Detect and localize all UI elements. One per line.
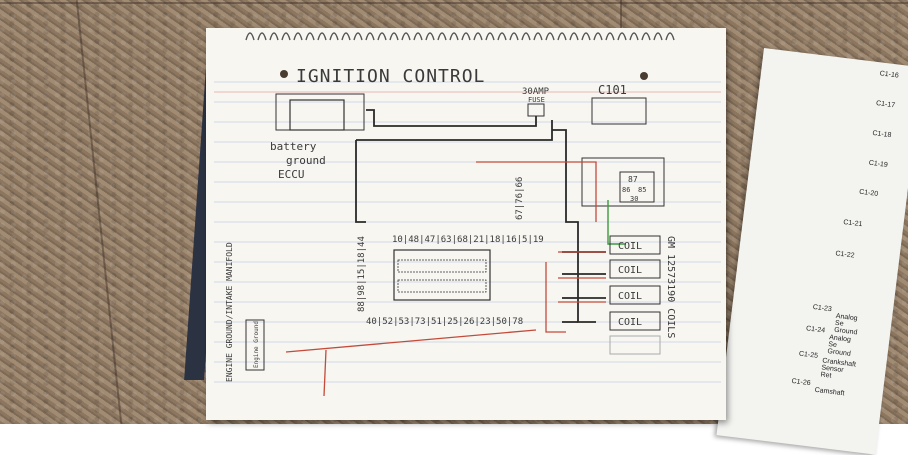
battery-label: ECCU bbox=[278, 168, 305, 181]
notebook-page bbox=[206, 28, 726, 420]
relay-pin-label: 30 bbox=[630, 195, 638, 203]
sheet-text: Camshaft bbox=[814, 386, 845, 398]
left-pin-column: 88|98|15|18|44 bbox=[357, 236, 367, 312]
ecu-connector bbox=[393, 249, 491, 301]
fuse-drawing bbox=[527, 103, 545, 117]
relay-pin-label: 87 bbox=[628, 175, 638, 184]
binder-hole bbox=[280, 70, 288, 78]
connector-drawing bbox=[591, 97, 647, 125]
pin-label: C1-24 bbox=[805, 325, 826, 335]
sheet-text: Crankshaft Sensor Ret bbox=[820, 357, 857, 380]
coil-drawing bbox=[609, 259, 661, 279]
pin-label: C1-21 bbox=[842, 218, 863, 229]
battery-drawing bbox=[289, 99, 345, 131]
coil-label: COIL bbox=[618, 291, 642, 302]
coil-drawing bbox=[609, 235, 661, 255]
green-wire bbox=[607, 200, 626, 245]
fuse-label: 30AMP bbox=[522, 87, 550, 97]
pin-label: C1-17 bbox=[875, 100, 896, 110]
right-pin-column: 67|76|66 bbox=[515, 177, 525, 220]
ground-box bbox=[245, 319, 265, 371]
pin-label: C1-25 bbox=[798, 350, 819, 360]
coils-side-label: GM 12573190 COILS bbox=[665, 236, 676, 338]
fuse-sublabel: FUSE bbox=[528, 96, 545, 104]
floor-seam bbox=[620, 0, 622, 50]
ground-box-label: Engine Ground bbox=[253, 321, 260, 368]
red-wires bbox=[285, 161, 606, 397]
relay-pin-label: 86 bbox=[622, 186, 630, 194]
relay-drawing bbox=[581, 157, 665, 207]
top-pin-row: 10|48|47|63|68|21|18|16|5|19 bbox=[392, 235, 544, 245]
sheet-text: Analog Se Ground bbox=[833, 312, 858, 337]
pin-label: C1-26 bbox=[791, 377, 811, 388]
pin-label: C1-19 bbox=[868, 159, 889, 169]
coil-drawing bbox=[609, 285, 661, 305]
black-wires bbox=[355, 109, 606, 323]
coil-label: COIL bbox=[618, 241, 642, 252]
ruled-lines bbox=[214, 81, 721, 383]
pin-label: C1-23 bbox=[812, 303, 833, 314]
spiral-binding bbox=[245, 32, 675, 41]
sheet-text: Analog Se Ground bbox=[827, 334, 852, 358]
engine-ground-label: ENGINE GROUND/INTAKE MANIFOLD bbox=[225, 242, 234, 382]
bottom-pin-row: 40|52|53|73|51|25|26|23|50|78 bbox=[366, 317, 523, 327]
battery-drawing bbox=[275, 93, 365, 131]
coil-label: COIL bbox=[618, 317, 642, 328]
pin-label: C1-18 bbox=[871, 129, 892, 140]
relay-pin-label: 85 bbox=[638, 186, 646, 194]
pin-label: C1-20 bbox=[858, 188, 879, 198]
coil-label: COIL bbox=[618, 265, 642, 276]
pin-label: C1-16 bbox=[879, 70, 900, 80]
floor-seam bbox=[0, 2, 908, 4]
binder-hole bbox=[640, 72, 648, 80]
coil-drawing bbox=[609, 335, 661, 355]
battery-label: ground bbox=[286, 154, 326, 167]
ecu-connector-grid bbox=[397, 279, 487, 293]
ecu-connector-grid bbox=[397, 259, 487, 273]
coil-drawing bbox=[609, 311, 661, 331]
wiring-sketch: IGNITION CONTROL battery ground ECCU 30A… bbox=[214, 32, 721, 397]
connector-label: C101 bbox=[598, 83, 627, 97]
battery-label: battery bbox=[270, 140, 317, 153]
relay-drawing bbox=[619, 171, 655, 203]
sketch-title: IGNITION CONTROL bbox=[296, 66, 485, 87]
pin-label: C1-22 bbox=[835, 250, 855, 260]
